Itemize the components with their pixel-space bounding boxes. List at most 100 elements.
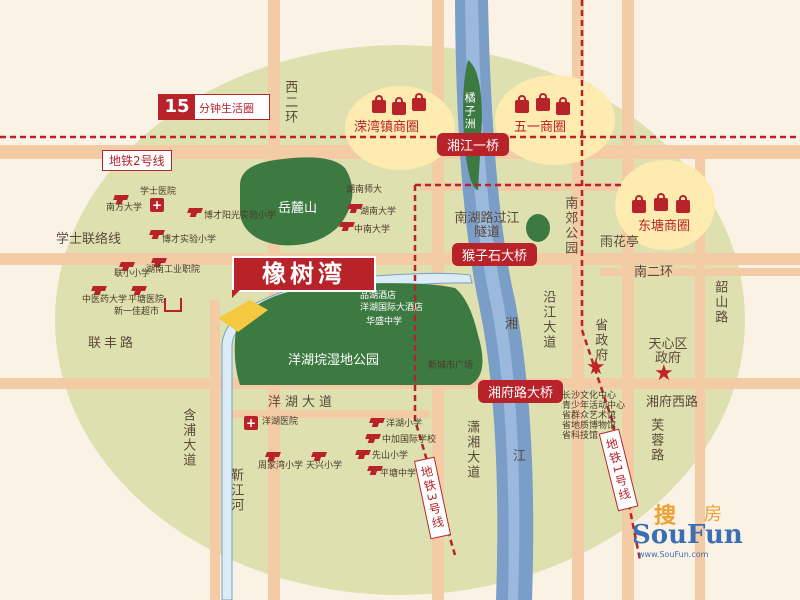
- legend-number: 15: [159, 95, 195, 119]
- poi-hunan-shifan: 湖南师大: [346, 185, 383, 195]
- poi-culture5: 省科技馆: [562, 430, 599, 441]
- bridge-houzishi: 猴子石大桥: [452, 243, 538, 266]
- watermark-brand: SouFun: [632, 520, 743, 550]
- poi-culture2: 青少年活动中心: [562, 400, 626, 411]
- shopping-bag-icon: [515, 95, 529, 113]
- poi-zhoujia: 周家湾小学: [258, 461, 304, 471]
- project-name: 橡树湾: [262, 260, 346, 288]
- poi-zhongjian: 中加国际学校: [382, 435, 437, 445]
- legend-text: 分钟生活圈: [199, 102, 254, 115]
- bridge-xiangjiang1: 湘江一桥: [437, 133, 510, 156]
- xueshi-label: 学士联络线: [56, 232, 122, 247]
- nanhu-label: 南湖路过江隧道: [452, 211, 522, 241]
- shopping-cart-icon: [164, 298, 182, 312]
- hospital-icon: +: [150, 198, 164, 212]
- yanghu-road-label: 洋湖大道: [268, 395, 337, 410]
- nanhu-text: 南湖路过江隧道: [454, 211, 520, 241]
- poi-yh-school: 洋湖小学: [386, 419, 423, 429]
- culture-block: 长沙文化中心 青少年活动中心 省群众艺术馆 省地质博物馆 省科技馆: [562, 391, 626, 441]
- poi-hunan-u: 湖南大学: [360, 207, 397, 217]
- furong-label: 芙蓉路: [648, 418, 664, 463]
- shopping-bag-icon: [632, 195, 646, 213]
- nanjiao-park: [526, 214, 550, 242]
- xiangfuxi-label: 湘府西路: [646, 395, 699, 410]
- shopping-bag-icon: [654, 193, 668, 211]
- school-icon: [187, 208, 203, 213]
- bridge-xiangfu: 湘府路大桥: [478, 380, 564, 403]
- shopping-bag-icon: [392, 97, 406, 115]
- xiaoxiang-label: 潇湘大道: [464, 420, 480, 480]
- poi-zhongnan: 中南大学: [354, 225, 391, 235]
- poi-xinzhi: 博才阳光实验小学: [204, 211, 277, 221]
- soufun-watermark: 搜 房 SouFun www.SouFun.com: [628, 498, 758, 559]
- shopping-bag-icon: [556, 97, 570, 115]
- poi-nanfang: 南方大学: [106, 203, 143, 213]
- project-pointer: [232, 290, 248, 298]
- poi-hotel1: 品湖酒店: [360, 291, 397, 301]
- tianxin-star-icon: ★: [654, 361, 674, 386]
- poi-culture3: 省群众艺术馆: [562, 410, 617, 421]
- gov-star-icon: ★: [586, 355, 606, 380]
- commercial-zones: [345, 75, 715, 250]
- watermark-url: www.SouFun.com: [638, 550, 709, 559]
- metro-lines: [0, 0, 800, 561]
- school-icon: [151, 258, 167, 263]
- yanghu-park: [234, 283, 483, 385]
- shaoshan-label: 韶山路: [712, 280, 728, 325]
- watermark-cn2: 房: [704, 504, 722, 525]
- legend-badge: 15 分钟生活圈: [158, 94, 270, 120]
- poi-xueshi-hosp: 学士医院: [140, 187, 177, 197]
- project-highlight: [218, 300, 268, 332]
- school-icon: [339, 222, 355, 227]
- poi-hotel2: 洋湖国际大酒店: [360, 303, 424, 313]
- poi-hunan-gy: 湖南工业职院: [146, 265, 201, 275]
- watermark-cn1: 搜: [654, 504, 677, 529]
- school-icon: [91, 286, 107, 291]
- yanghu-park-label: 洋湖垸湿地公园: [288, 353, 380, 368]
- nanerhuan-label: 南二环: [634, 265, 674, 280]
- metro-line2-label: 地铁2号线: [102, 150, 172, 171]
- poi-culture1: 长沙文化中心: [562, 391, 617, 401]
- poi-boca: 博才实验小学: [162, 235, 217, 245]
- shopping-bag-icon: [372, 95, 386, 113]
- poi-new-mall: 新城市广场: [428, 361, 474, 371]
- wuyi-label: 五一商圈: [514, 120, 567, 135]
- tianxin-text: 天心区政府: [648, 337, 688, 367]
- poi-chinese-med: 中医药大学: [82, 295, 128, 305]
- poi-lianxiao: 联小小学: [114, 269, 151, 279]
- lianfeng-label: 联丰路: [88, 336, 137, 351]
- juzizhou-island: [463, 60, 482, 190]
- yuhuating-label: 雨花亭: [600, 235, 640, 250]
- school-icon: [119, 262, 135, 267]
- nanjiao-label: 南郊公园: [562, 196, 578, 256]
- poi-pingzheng: 平塘中学: [380, 469, 417, 479]
- shopping-bag-icon: [676, 195, 690, 213]
- yanjiang-label: 沿江大道: [540, 290, 556, 350]
- school-icon: [113, 195, 129, 200]
- hanwan-label: 溁湾镇商圈: [354, 120, 420, 135]
- tianxin-label: 天心区政府: [646, 337, 690, 367]
- yuelu-park: [240, 157, 353, 246]
- shopping-bag-icon: [536, 93, 550, 111]
- dongtang-label: 东塘商圈: [638, 219, 691, 234]
- shopping-bag-icon: [412, 93, 426, 111]
- school-icon: [131, 286, 147, 291]
- poi-yh-hosp: 洋湖医院: [262, 417, 299, 427]
- yueshan-label: 岳麓山: [278, 201, 318, 216]
- poi-xianshan: 先山小学: [372, 451, 409, 461]
- hanpu-label: 含浦大道: [180, 408, 196, 468]
- juzizhou-label: 橘子洲: [463, 92, 477, 131]
- poi-tianxing: 天兴小学: [306, 461, 343, 471]
- xiang-label: 湘: [505, 317, 519, 332]
- poi-culture4: 省地质博物馆: [562, 420, 617, 431]
- xierhuan-label: 西二环: [282, 80, 298, 125]
- gov-label: 省政府: [592, 318, 608, 363]
- school-icon: [369, 418, 385, 423]
- school-icon: [365, 434, 381, 439]
- school-icon: [355, 450, 371, 455]
- school-icon: [265, 452, 281, 457]
- poi-school3: 华盛中学: [366, 317, 403, 327]
- project-label: 橡树湾: [232, 256, 376, 292]
- jiang-label: 江: [513, 449, 527, 464]
